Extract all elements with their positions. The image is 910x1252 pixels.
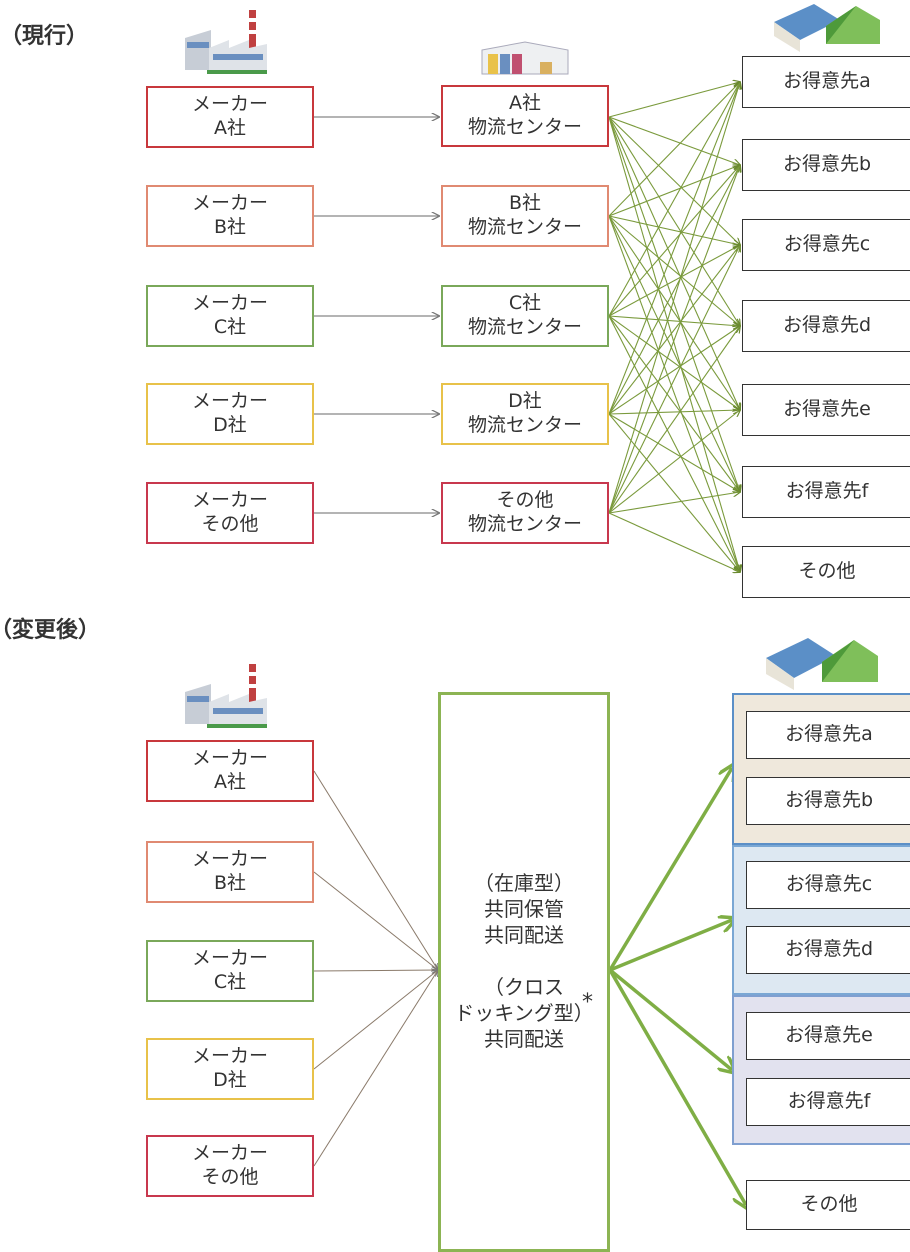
center-to-customer-arrow: [608, 215, 740, 492]
maker-to-joint-center-line: [313, 970, 438, 971]
center-to-customer-arrow: [608, 165, 740, 317]
current-section-title: （現行）: [0, 24, 89, 49]
store-icon: [766, 638, 878, 690]
current-customer-other: その他: [742, 546, 910, 598]
center-to-customer-arrow: [608, 512, 740, 572]
maker-to-joint-center-line: [313, 970, 438, 1070]
after-customer-d: お得意先d: [746, 926, 910, 974]
current-center-c: C社 物流センター: [441, 285, 609, 347]
current-customer-b: お得意先b: [742, 139, 910, 191]
center-to-customer-arrow: [608, 82, 740, 118]
current-center-d: D社 物流センター: [441, 383, 609, 445]
after-customer-c: お得意先c: [746, 861, 910, 909]
joint-center-to-customer-arrow: [608, 968, 732, 1070]
after-maker-d: メーカー D社: [146, 1038, 314, 1100]
center-to-customer-arrow: [608, 116, 740, 326]
center-to-customer-arrow: [608, 116, 740, 245]
center-to-customer-arrow: [608, 116, 740, 572]
joint-center-to-customer-arrow: [609, 920, 732, 972]
center-to-customer-arrow: [608, 326, 740, 514]
center-to-customer-arrow: [608, 165, 740, 514]
center-to-customer-arrow: [608, 82, 740, 514]
joint-center-to-customer-arrow: [608, 768, 732, 971]
center-to-customer-arrow: [608, 82, 740, 317]
after-maker-other: メーカー その他: [146, 1135, 314, 1197]
after-maker-a: メーカー A社: [146, 740, 314, 802]
after-maker-b: メーカー B社: [146, 841, 314, 903]
center-to-customer-arrow: [608, 215, 740, 245]
center-to-customer-arrow: [608, 116, 740, 492]
current-center-a: A社 物流センター: [441, 85, 609, 147]
current-customer-d: お得意先d: [742, 300, 910, 352]
current-customer-a: お得意先a: [742, 56, 910, 108]
center-to-customer-arrow: [608, 492, 740, 514]
current-center-other: その他 物流センター: [441, 482, 609, 544]
after-maker-c: メーカー C社: [146, 940, 314, 1002]
current-center-b: B社 物流センター: [441, 185, 609, 247]
maker-to-joint-center-line: [313, 770, 438, 970]
current-customer-c: お得意先c: [742, 219, 910, 271]
center-to-customer-arrow: [608, 413, 740, 492]
center-to-customer-arrow: [608, 245, 740, 317]
center-to-customer-arrow: [608, 82, 740, 217]
center-to-customer-arrow: [608, 215, 740, 326]
center-to-customer-arrow: [608, 215, 740, 410]
factory-icon: [185, 10, 267, 74]
after-customer-e: お得意先e: [746, 1012, 910, 1060]
after-customer-a: お得意先a: [746, 711, 910, 759]
store-icon: [774, 4, 880, 52]
center-to-customer-arrow: [608, 116, 740, 165]
current-maker-d: メーカー D社: [146, 383, 314, 445]
current-maker-c: メーカー C社: [146, 285, 314, 347]
center-to-customer-arrow: [608, 413, 740, 572]
center-to-customer-arrow: [608, 116, 740, 410]
center-to-customer-arrow: [608, 165, 740, 217]
maker-to-joint-center-line: [313, 970, 438, 1167]
center-to-customer-arrow: [608, 82, 740, 415]
center-to-customer-arrow: [608, 165, 740, 415]
current-maker-a: メーカー A社: [146, 86, 314, 148]
current-customer-f: お得意先f: [742, 466, 910, 518]
center-to-customer-arrow: [608, 326, 740, 415]
center-to-customer-arrow: [608, 245, 740, 514]
warehouse-icon: [481, 41, 569, 75]
center-to-customer-arrow: [608, 410, 740, 415]
current-maker-other: メーカー その他: [146, 482, 314, 544]
footnote-asterisk: *: [582, 990, 593, 1015]
center-to-customer-arrow: [608, 245, 740, 415]
after-customer-f: お得意先f: [746, 1078, 910, 1126]
after-customer-other: その他: [746, 1180, 910, 1230]
joint-center-text: （在庫型） 共同保管 共同配送 （クロス ドッキング型） 共同配送: [454, 871, 594, 1051]
center-to-customer-arrow: [608, 410, 740, 514]
joint-logistics-center: [438, 692, 610, 1252]
center-to-customer-arrow: [608, 315, 740, 492]
center-to-customer-arrow: [608, 215, 740, 572]
center-to-customer-arrow: [608, 315, 740, 410]
maker-to-joint-center-line: [313, 871, 438, 970]
current-maker-b: メーカー B社: [146, 185, 314, 247]
center-to-customer-arrow: [608, 315, 740, 326]
after-section-title: （変更後）: [0, 618, 101, 643]
factory-icon: [185, 664, 267, 728]
current-customer-e: お得意先e: [742, 384, 910, 436]
after-customer-b: お得意先b: [746, 777, 910, 825]
joint-center-to-customer-arrow: [608, 969, 746, 1205]
